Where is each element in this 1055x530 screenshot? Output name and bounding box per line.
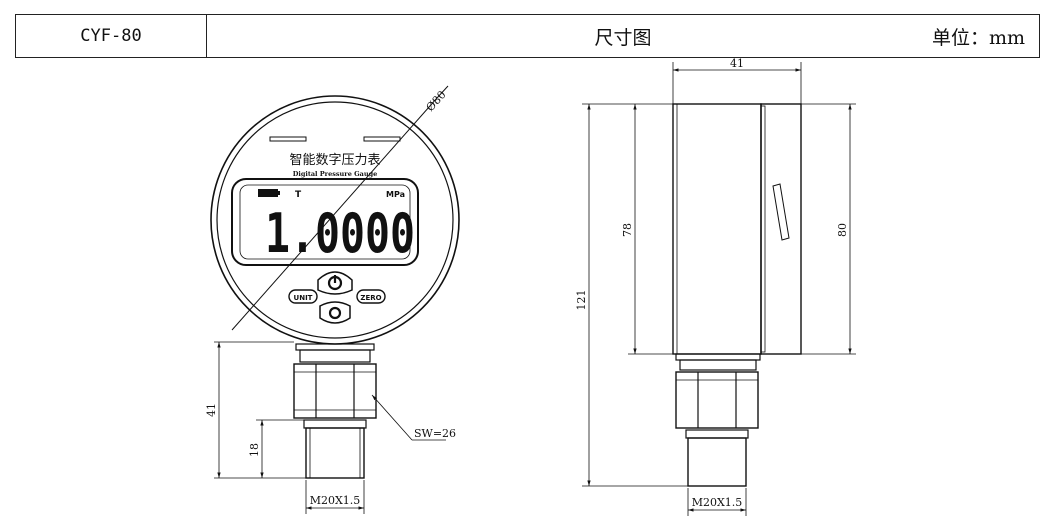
unit-button — [288, 289, 318, 304]
sw-label: SW=26 — [414, 427, 456, 440]
front-thread-label: M20X1.5 — [310, 494, 361, 507]
front-view: 智能数字压力表 Digital Pressure Gauge T MPa 1.0… — [205, 85, 460, 514]
case-body — [672, 103, 762, 355]
dim-121-label: 121 — [575, 290, 588, 311]
lcd-frame — [231, 178, 419, 266]
sw-leader — [371, 394, 413, 441]
title-block: CYF-80 尺寸图 单位：mm — [15, 14, 1040, 58]
brand-en-label: Digital Pressure Gauge — [293, 170, 378, 178]
bezel — [760, 103, 802, 355]
inner-ring — [216, 101, 454, 339]
side-thread-label: M20X1.5 — [692, 496, 743, 509]
power-button — [317, 271, 353, 295]
brand-cn-label: 智能数字压力表 — [289, 153, 380, 168]
lcd-reading: 1.0000 — [265, 202, 415, 265]
dim-80-label: 80 — [836, 223, 849, 237]
lcd-unit: MPa — [386, 190, 405, 199]
backlight-button — [319, 301, 351, 324]
dim-18-label: 18 — [248, 443, 261, 457]
lcd-inner — [239, 184, 411, 260]
hex-nut — [293, 363, 377, 419]
vent-slot-left — [269, 136, 307, 142]
model-cell: CYF-80 — [16, 15, 207, 57]
dim-41-label: 41 — [205, 403, 218, 417]
neck — [295, 343, 375, 351]
unit-button-label: UNIT — [294, 294, 313, 302]
zero-button — [356, 289, 386, 304]
side-thread — [687, 437, 747, 487]
backlight-icon — [328, 306, 342, 320]
diameter-label: Ø80 — [424, 88, 449, 114]
vent-slot-right — [363, 136, 401, 142]
thread — [305, 427, 365, 479]
dim-depth-label: 41 — [730, 57, 744, 70]
drawing-title: 尺寸图 — [594, 26, 652, 49]
diameter-line — [231, 97, 438, 331]
dim-78-label: 78 — [621, 223, 634, 237]
battery-icon — [258, 189, 278, 197]
lcd-t-indicator: T — [295, 190, 302, 200]
side-window — [772, 183, 790, 241]
zero-button-label: ZERO — [360, 294, 381, 302]
side-hex — [675, 371, 759, 429]
side-view: 41 78 80 121 M20X1.5 — [575, 57, 856, 516]
unit-label: 单位：mm — [931, 26, 1025, 49]
